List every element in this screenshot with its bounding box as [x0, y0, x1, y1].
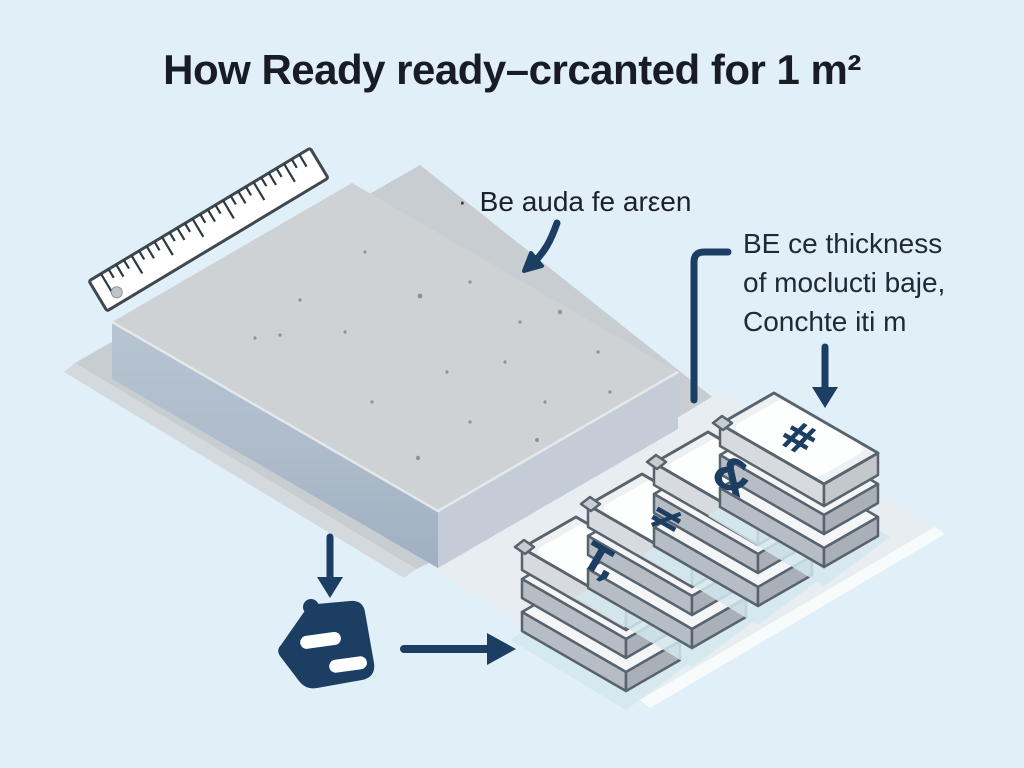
thickness-annotation: BE ce thickness of moclucti baje, Concht… [743, 224, 945, 341]
light-platform-edge [640, 527, 945, 708]
arrow-down-bags [812, 343, 838, 408]
area-annotation: · Be auda fe arεen [458, 186, 691, 218]
thickness-line-2: of moclucti baje, [743, 267, 946, 298]
arrow-right-tag [400, 633, 516, 665]
slab-speckles [253, 250, 612, 461]
tag-icon [278, 599, 375, 689]
concrete-slab [111, 183, 679, 568]
slab-top-face [112, 183, 678, 511]
page-title: How Ready ready–crcanted for 1 m² [163, 46, 861, 93]
slab-front-face [112, 322, 438, 568]
leader-line-thickness [690, 248, 732, 404]
arrow-down-area [522, 219, 561, 273]
thickness-line-1: BE ce thickness [743, 228, 943, 259]
ground-platform-edge [64, 363, 416, 578]
ruler-icon [88, 147, 329, 312]
area-annotation-text: Be auda fe arεen [479, 186, 692, 217]
bullet-dot: · [458, 186, 467, 216]
slab-side-face [438, 372, 678, 568]
arrow-down-tag [317, 533, 343, 598]
thickness-line-3: Conchte iti m [743, 306, 907, 337]
